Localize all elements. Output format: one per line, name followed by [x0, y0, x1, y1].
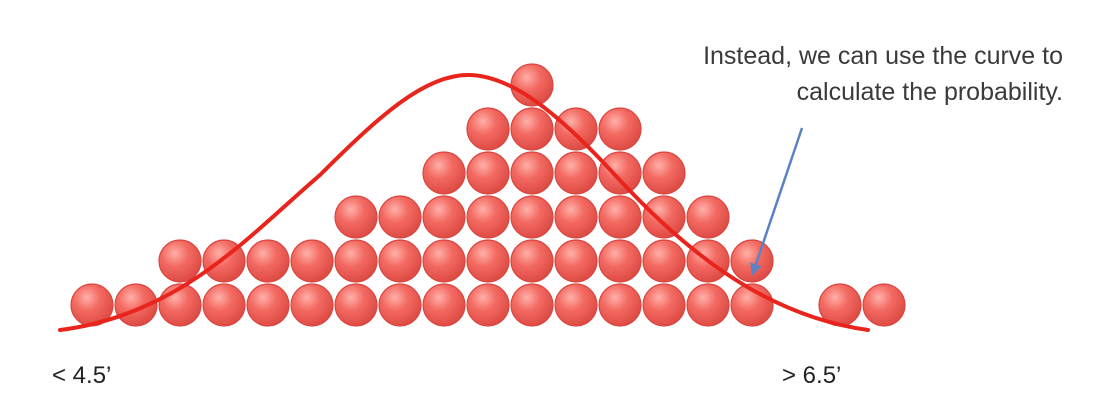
sample-ball — [686, 195, 730, 239]
sample-ball — [510, 151, 554, 195]
sample-ball — [598, 283, 642, 327]
normal-curve — [58, 72, 870, 332]
sample-ball — [554, 107, 598, 151]
sample-ball — [422, 195, 466, 239]
sample-ball — [642, 195, 686, 239]
sample-ball — [422, 283, 466, 327]
sample-ball — [642, 151, 686, 195]
sample-ball — [510, 283, 554, 327]
sample-ball — [510, 239, 554, 283]
sample-ball — [554, 151, 598, 195]
right-axis-label: > 6.5’ — [782, 362, 842, 389]
sample-ball — [378, 239, 422, 283]
sample-ball — [466, 239, 510, 283]
sample-ball — [378, 283, 422, 327]
sample-ball — [598, 195, 642, 239]
sample-ball — [554, 239, 598, 283]
annotation-line-2: calculate the probability. — [796, 78, 1063, 106]
annotation-line-1: Instead, we can use the curve to — [703, 42, 1063, 70]
sample-ball — [246, 283, 290, 327]
sample-ball — [422, 239, 466, 283]
sample-ball — [510, 195, 554, 239]
pointer-arrow — [750, 127, 804, 276]
sample-ball — [862, 283, 906, 327]
sample-ball — [466, 107, 510, 151]
sample-ball — [554, 195, 598, 239]
sample-ball — [598, 239, 642, 283]
sample-ball — [158, 239, 202, 283]
left-axis-label: < 4.5’ — [52, 362, 112, 389]
sample-ball — [730, 239, 774, 283]
sample-ball — [466, 151, 510, 195]
sample-ball — [642, 283, 686, 327]
sample-ball — [334, 239, 378, 283]
sample-ball — [510, 107, 554, 151]
sample-ball — [598, 107, 642, 151]
sample-ball — [334, 195, 378, 239]
annotation-text: Instead, we can use the curve to calcula… — [603, 38, 1063, 110]
sample-ball — [290, 239, 334, 283]
sample-ball — [246, 239, 290, 283]
sample-ball — [466, 283, 510, 327]
sample-ball — [642, 239, 686, 283]
sample-ball — [334, 283, 378, 327]
sample-ball — [202, 283, 246, 327]
sample-ball — [554, 283, 598, 327]
sample-ball — [422, 151, 466, 195]
sample-ball — [598, 151, 642, 195]
sample-ball — [378, 195, 422, 239]
sample-ball — [686, 283, 730, 327]
sample-ball — [290, 283, 334, 327]
sample-ball — [466, 195, 510, 239]
